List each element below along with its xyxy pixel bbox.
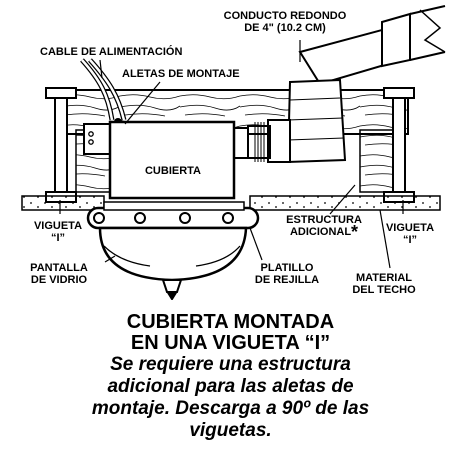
caption-note-line3: montaje. Descarga a 90º de las [91, 398, 370, 419]
label-cable-alimentacion: CABLE DE ALIMENTACIÓN [40, 46, 183, 58]
additional-structure-right [359, 129, 394, 193]
label-conducto-line1: CONDUCTO REDONDO [223, 10, 347, 22]
label-material-techo: MATERIAL DEL TECHO [334, 272, 434, 296]
power-cable [80, 58, 127, 126]
caption-note-line1: Se requiere una estructura [110, 354, 351, 375]
label-material-line1: MATERIAL [355, 272, 412, 284]
label-vigueta-right: VIGUETA “I” [370, 222, 450, 246]
mounting-tab [83, 123, 113, 155]
label-vigueta-left: VIGUETA “I” [18, 220, 98, 244]
caption: CUBIERTA MONTADA EN UNA VIGUETA “I” Se r… [0, 312, 461, 442]
label-material-line2: DEL TECHO [352, 284, 416, 296]
label-estructura-adicional: ESTRUCTURA ADICIONAL* [276, 214, 372, 242]
label-pantalla-vidrio: PANTALLA DE VIDRIO [16, 262, 102, 286]
label-cubierta: CUBIERTA [144, 165, 201, 177]
label-estructura-line2: ADICIONAL* [289, 222, 359, 242]
label-pantalla-line1: PANTALLA [30, 262, 88, 274]
round-duct [231, 5, 446, 164]
label-estructura-line1: ESTRUCTURA [286, 214, 362, 226]
caption-note-line4: viguetas. [189, 420, 272, 441]
label-vigueta-right-line1: VIGUETA [385, 222, 435, 234]
label-conducto-redondo: CONDUCTO REDONDO DE 4" (10.2 CM) [205, 10, 365, 34]
asterisk-mark: * [351, 222, 359, 242]
glass-shade [98, 226, 248, 300]
label-pantalla-line2: DE VIDRIO [30, 274, 88, 286]
label-platillo-rejilla: PLATILLO DE REJILLA [244, 262, 330, 286]
installation-diagram [21, 5, 446, 300]
caption-title-line2: EN UNA VIGUETA “I” [130, 332, 331, 354]
label-aletas-montaje: ALETAS DE MONTAJE [122, 68, 240, 80]
label-vigueta-right-line2: “I” [402, 234, 418, 246]
leader-lines [59, 40, 404, 269]
housing [108, 120, 236, 200]
label-conducto-line2: DE 4" (10.2 CM) [244, 22, 326, 34]
label-vigueta-left-line1: VIGUETA [33, 220, 83, 232]
caption-note-line2: adicional para las aletas de [107, 376, 354, 397]
label-vigueta-left-line2: “I” [50, 232, 66, 244]
caption-title-line1: CUBIERTA MONTADA [126, 311, 335, 333]
label-platillo-line1: PLATILLO [260, 262, 314, 274]
ceiling-material [21, 195, 441, 211]
grille-plate [86, 201, 260, 230]
label-platillo-line2: DE REJILLA [254, 274, 320, 286]
